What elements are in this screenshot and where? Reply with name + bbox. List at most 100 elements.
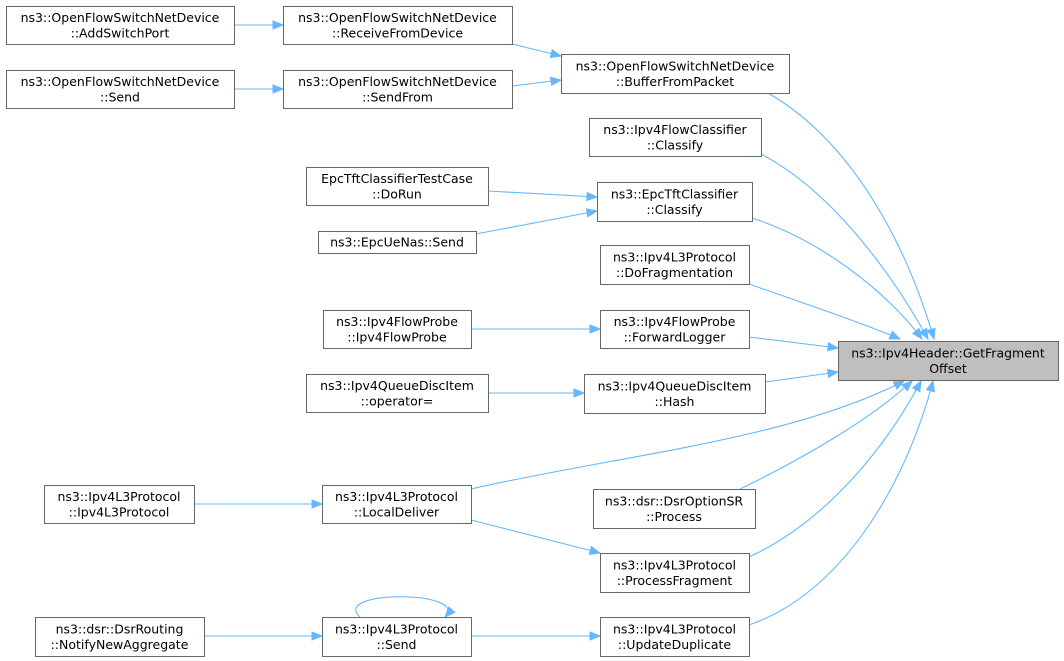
node-label-line: ::SendFrom	[362, 89, 433, 104]
node-box	[600, 310, 750, 349]
node-updateduplicate[interactable]: ns3::Ipv4L3Protocol::UpdateDuplicate	[600, 617, 750, 657]
node-label-line: ::Classify	[646, 202, 703, 217]
node-bufferfrompacket[interactable]: ns3::OpenFlowSwitchNetDevice::BufferFrom…	[561, 54, 790, 94]
arrow-head	[585, 208, 599, 218]
node-sendfrom[interactable]: ns3::OpenFlowSwitchNetDevice::SendFrom	[283, 70, 513, 109]
node-label-line: ns3::Ipv4L3Protocol	[613, 249, 736, 264]
arrow-head	[911, 379, 922, 393]
node-label-line: Offset	[929, 361, 967, 376]
arrow-head	[573, 388, 586, 398]
arrow-head	[586, 191, 599, 202]
node-label-line: ns3::Ipv4FlowProbe	[336, 314, 458, 329]
edge-n_updateduplicate-to-n_getfragmentoffset	[748, 379, 935, 626]
node-label-line: ns3::Ipv4FlowProbe	[614, 314, 736, 329]
node-ipv4flowclassify[interactable]: ns3::Ipv4FlowClassifier::Classify	[589, 118, 762, 157]
arrow-head	[589, 631, 602, 641]
node-box	[323, 310, 472, 349]
node-epcdorun[interactable]: EpcTftClassifierTestCase::DoRun	[306, 167, 489, 206]
edge-line	[355, 596, 449, 618]
edge-line	[470, 519, 601, 554]
node-label-line: ::Classify	[647, 137, 704, 152]
edge-n_qdhash-to-n_getfragmentoffset	[764, 368, 840, 383]
node-processfragment[interactable]: ns3::Ipv4L3Protocol::ProcessFragment	[600, 553, 750, 593]
node-label-line: ns3::OpenFlowSwitchNetDevice	[298, 10, 497, 25]
edge-n_bufferfrompacket-to-n_getfragmentoffset	[767, 92, 936, 341]
node-ofsend[interactable]: ns3::OpenFlowSwitchNetDevice::Send	[6, 70, 235, 109]
node-label-line: ::Hash	[655, 394, 695, 409]
arrow-head	[826, 342, 840, 352]
node-box	[593, 489, 756, 529]
edge-n_ipv4flowclassify-to-n_getfragmentoffset	[760, 153, 929, 341]
arrow-head	[925, 379, 935, 393]
node-dsrprocess[interactable]: ns3::dsr::DsrOptionSR::Process	[593, 489, 756, 529]
arrow-head	[444, 606, 456, 618]
edge-n_ipv4flowprobe-to-n_forwardlogger	[471, 324, 602, 334]
edge-n_l3send-to-n_updateduplicate	[471, 631, 602, 641]
node-box	[322, 485, 472, 524]
edge-n_notifynewaggregate-to-n_l3send	[204, 631, 324, 641]
arrow-head	[926, 327, 936, 341]
node-box	[283, 6, 513, 45]
node-label-line: ns3::Ipv4L3Protocol	[335, 489, 458, 504]
node-qdhash[interactable]: ns3::Ipv4QueueDiscItem::Hash	[584, 374, 766, 414]
edge-n_localdeliver-to-n_getfragmentoffset	[470, 380, 906, 490]
node-label-line: ns3::Ipv4L3Protocol	[613, 557, 736, 572]
edge-line	[748, 380, 922, 558]
node-box	[306, 374, 489, 413]
node-box	[584, 374, 766, 414]
node-l3send[interactable]: ns3::Ipv4L3Protocol::Send	[322, 617, 472, 657]
arrow-head	[272, 84, 285, 94]
node-box	[306, 167, 489, 206]
node-localdeliver[interactable]: ns3::Ipv4L3Protocol::LocalDeliver	[322, 485, 472, 524]
edge-n_addswitchport-to-n_receivefromdevice	[234, 20, 285, 30]
arrow-head	[311, 499, 324, 509]
edge-n_localdeliver-to-n_processfragment	[470, 519, 602, 555]
node-box	[318, 231, 477, 254]
node-receivefromdevice[interactable]: ns3::OpenFlowSwitchNetDevice::ReceiveFro…	[283, 6, 513, 45]
node-box	[6, 70, 235, 109]
node-qdoperator[interactable]: ns3::Ipv4QueueDiscItem::operator=	[306, 374, 489, 413]
node-notifynewaggregate[interactable]: ns3::dsr::DsrRouting::NotifyNewAggregate	[35, 617, 205, 657]
node-label-line: ::LocalDeliver	[354, 504, 440, 519]
node-l3ctor[interactable]: ns3::Ipv4L3Protocol::Ipv4L3Protocol	[44, 485, 195, 524]
edge-n_l3ctor-to-n_localdeliver	[194, 499, 324, 509]
edge-n_forwardlogger-to-n_getfragmentoffset	[748, 336, 840, 352]
node-label-line: ::DoRun	[372, 186, 422, 201]
node-label-line: ::Process	[646, 509, 702, 524]
node-epcuenassend[interactable]: ns3::EpcUeNas::Send	[318, 231, 477, 254]
node-label-line: ns3::Ipv4QueueDiscItem	[320, 378, 474, 393]
node-box	[597, 182, 753, 222]
node-box	[600, 617, 750, 657]
node-layer: ns3::OpenFlowSwitchNetDevice::AddSwitchP…	[6, 6, 1059, 657]
node-label-line: ::Ipv4L3Protocol	[69, 504, 170, 519]
edge-line	[760, 153, 929, 340]
node-label-line: ::Send	[377, 637, 417, 652]
edge-n_receivefromdevice-to-n_bufferfrompacket	[511, 43, 563, 59]
edge-n_processfragment-to-n_getfragmentoffset	[748, 379, 922, 558]
node-label-line: ns3::OpenFlowSwitchNetDevice	[576, 58, 775, 73]
edge-n_qdoperator-to-n_qdhash	[488, 388, 586, 398]
node-forwardlogger[interactable]: ns3::Ipv4FlowProbe::ForwardLogger	[600, 310, 750, 349]
edge-line	[767, 92, 935, 340]
node-box	[561, 54, 790, 94]
arrow-head	[918, 327, 929, 341]
node-box	[600, 553, 750, 593]
node-label-line: ns3::Ipv4L3Protocol	[613, 621, 736, 636]
node-box	[6, 6, 235, 45]
node-label-line: ::AddSwitchPort	[71, 25, 170, 40]
node-label-line: ns3::OpenFlowSwitchNetDevice	[298, 74, 497, 89]
node-epcclassify[interactable]: ns3::EpcTftClassifier::Classify	[597, 182, 753, 222]
node-ipv4flowprobe[interactable]: ns3::Ipv4FlowProbe::Ipv4FlowProbe	[323, 310, 472, 349]
node-box	[283, 70, 513, 109]
node-box	[44, 485, 195, 524]
node-dofragmentation[interactable]: ns3::Ipv4L3Protocol::DoFragmentation	[600, 245, 750, 285]
arrow-head	[311, 631, 324, 641]
arrow-head	[588, 545, 602, 555]
arrow-head	[901, 380, 913, 392]
node-addswitchport[interactable]: ns3::OpenFlowSwitchNetDevice::AddSwitchP…	[6, 6, 235, 45]
arrow-head	[589, 324, 602, 334]
node-label-line: ns3::Ipv4L3Protocol	[335, 621, 458, 636]
arrow-head	[272, 20, 285, 30]
edge-line	[748, 283, 901, 340]
